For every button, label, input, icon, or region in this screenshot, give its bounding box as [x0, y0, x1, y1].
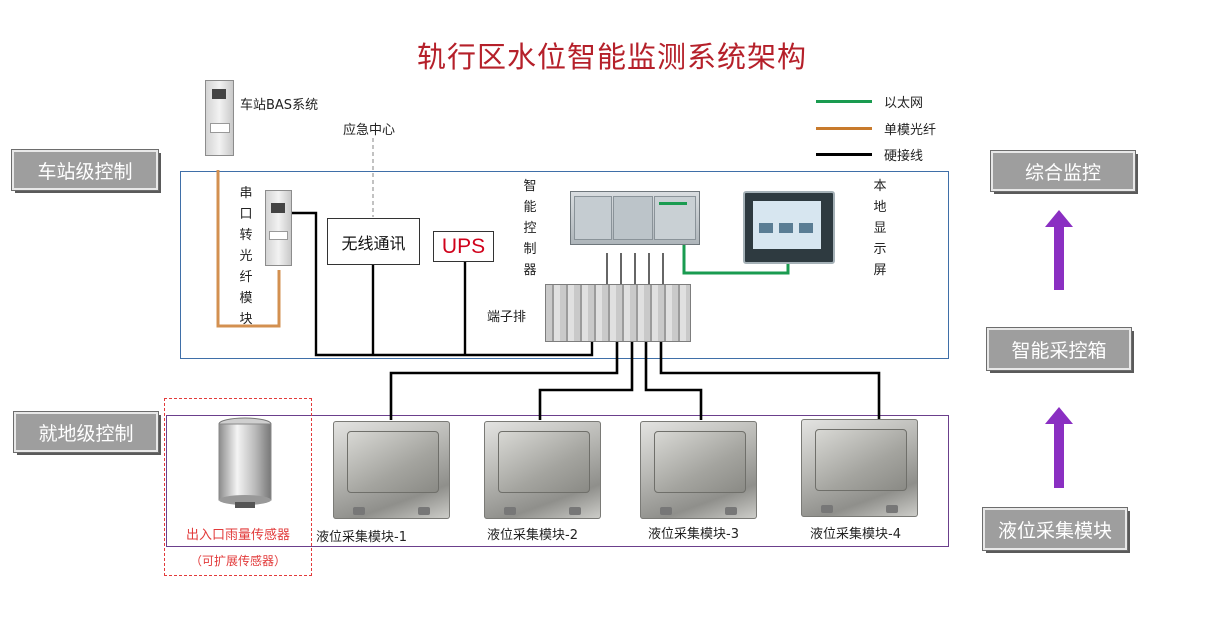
level-module-4-image — [801, 419, 918, 517]
level-module-2-image — [484, 421, 601, 519]
level-module-4-label: 液位采集模块-4 — [810, 527, 901, 542]
up-arrow-bottom — [1045, 407, 1073, 488]
bas-label: 车站BAS系统 — [240, 98, 319, 113]
legend-fiber-label: 单模光纤 — [884, 123, 937, 138]
module-wire-3 — [644, 340, 703, 420]
page-title: 轨行区水位智能监测系统架构 — [416, 40, 807, 74]
ups-label: UPS — [441, 234, 486, 258]
terminal-block-label: 端子排 — [487, 310, 527, 325]
serial-fiber-device-image — [265, 190, 292, 266]
fiber-line — [216, 170, 281, 328]
hmi-image — [743, 191, 835, 264]
legend-ethernet-label: 以太网 — [884, 96, 924, 111]
module-wire-2 — [538, 340, 634, 420]
smart-box-label: 智能采控箱 — [986, 327, 1132, 371]
wireless-label: 无线通讯 — [341, 233, 406, 253]
up-arrow-top — [1045, 210, 1073, 290]
controller-label: 智能控制器 — [523, 179, 537, 278]
level-module-3-image — [640, 421, 757, 519]
serial-fiber-label: 串口转光纤模块 — [239, 186, 253, 327]
local-level-label: 就地级控制 — [13, 411, 159, 453]
level-module-2-label: 液位采集模块-2 — [487, 528, 578, 543]
emergency-label: 应急中心 — [343, 123, 396, 138]
legend-hardwire-swatch — [816, 153, 872, 156]
module-wire-4 — [659, 340, 881, 420]
integrated-monitor-label: 综合监控 — [990, 150, 1136, 192]
legend-ethernet-swatch — [816, 100, 872, 103]
legend-hardwire-label: 硬接线 — [884, 149, 924, 164]
local-control-frame — [166, 415, 949, 547]
ups-box: UPS — [433, 231, 494, 262]
local-display-label: 本地显示屏 — [873, 179, 887, 278]
module-wire-1 — [389, 340, 619, 420]
hardwire-bus — [290, 211, 594, 357]
legend-ethernet: 以太网 — [816, 92, 923, 111]
plc-image — [570, 191, 700, 245]
rain-sensor-note: （可扩展传感器） — [189, 554, 286, 568]
wireless-box: 无线通讯 — [327, 218, 420, 265]
legend-fiber-swatch — [816, 127, 872, 130]
level-module-label: 液位采集模块 — [982, 507, 1128, 551]
level-module-1-label: 液位采集模块-1 — [316, 530, 407, 545]
station-level-label: 车站级控制 — [11, 149, 159, 191]
rain-sensor-label: 出入口雨量传感器 — [185, 528, 290, 543]
station-control-frame — [180, 171, 949, 359]
rain-sensor-image — [218, 417, 272, 508]
level-module-3-label: 液位采集模块-3 — [648, 527, 739, 542]
terminal-block-image — [545, 284, 691, 342]
bas-device-image — [205, 80, 234, 156]
legend-fiber: 单模光纤 — [816, 119, 936, 138]
legend-hardwire: 硬接线 — [816, 145, 923, 164]
rain-sensor-frame — [164, 398, 312, 576]
level-module-1-image — [333, 421, 450, 519]
